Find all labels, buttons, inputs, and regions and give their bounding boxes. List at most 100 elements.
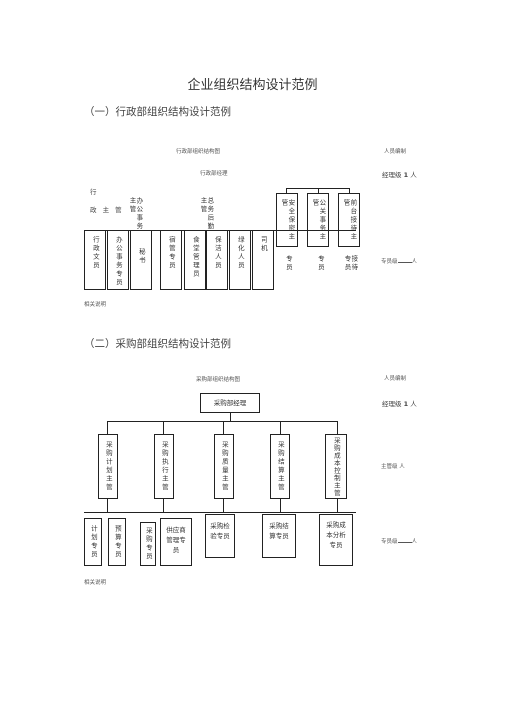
section1-title: （一）行政部组织结构设计范例 [84,106,231,118]
supervisor-drop-3 [223,421,224,434]
admin-manager-count-num: 1 [403,171,409,179]
supervisor-label-quality: 采购质量主管 [220,441,229,492]
purchase-staff-count-blank [397,536,412,543]
admin-staffing-header: 人员编制 [384,149,407,155]
purchase-manager-count-suffix: 人 [410,400,417,408]
admin-right-drop-3 [349,188,350,194]
supervisor-box-settlement: 采购结算主管 [270,434,290,499]
staff-box-purchasing: 采购专员 [140,522,156,566]
purchase-supervisor-connector [107,421,337,422]
staff-drop-plan [107,499,108,512]
staff-label-settlement: 采购结算专员 [269,522,289,541]
admin-right-drop-2 [318,188,319,194]
staff-box-planning: 计划专员 [84,518,102,566]
admin-chart-caption: 行政部组织结构图 [176,149,221,155]
safety-supervisor-label: 安全保密主管 [280,199,295,242]
admin-manager-label: 行政部经理 [200,171,228,177]
purchase-staff-count-suffix: 人 [411,539,418,545]
admin-notes: 相关说明 [84,302,107,308]
purchase-staff-connector [84,512,356,513]
staff-label-cleaning: 保洁人员 [213,236,222,270]
purchase-staff-count-label: 专员级 [381,539,398,545]
staff-box-cleaning: 保洁人员 [206,230,228,290]
staff-label-budget: 预算专员 [113,525,122,559]
staff-label-planning: 计划专员 [89,525,98,559]
office-supervisor: 办公事务主管 [128,197,143,231]
reception-supervisor-box: 前台接待主管 [338,193,360,247]
purchase-manager-count-num: 1 [403,400,409,408]
staff-box-secretary: 秘书 [130,230,152,290]
supervisor-box-quality: 采购质量主管 [214,434,234,499]
purchase-manager-count-prefix: 经理级 [382,400,402,408]
purchase-chart-caption: 采购部组织结构图 [196,377,241,383]
admin-manager-count-suffix: 人 [410,171,417,179]
supervisor-label-cost: 采购成本控制主管 [332,436,341,497]
purchase-staffing-header: 人员编制 [384,376,407,382]
staff-label-cost-analysis: 采购成本分析专员 [326,521,346,550]
purchase-supervisor-count-suffix: 人 [399,464,405,470]
admin-staff-count-label: 专员级 [381,259,398,265]
supervisor-label-plan: 采购计划主管 [104,441,113,492]
logistics-supervisor: 总务后勤主管 [199,197,214,231]
safety-supervisor-box: 安全保密主管 [276,193,298,247]
purchase-manager-drop [230,413,231,421]
admin-staff-count: 专员级 人 [381,256,417,265]
safety-staff: 专员 [284,255,293,272]
section2-title: （二）采购部组织结构设计范例 [84,338,231,350]
supervisor-box-plan: 采购计划主管 [98,434,118,499]
staff-box-canteen: 食堂管理员 [184,230,206,290]
admin-right-drop-1 [286,188,287,194]
staff-drop-quality [223,499,224,512]
staff-label-canteen: 食堂管理员 [191,236,200,279]
purchase-manager-box: 采购部经理 [200,393,260,413]
staff-box-greening: 绿化人员 [229,230,251,290]
admin-staff-count-suffix: 人 [411,259,418,265]
staff-box-driver: 司机 [252,230,274,290]
staff-label-office-affairs: 办公事务专员 [114,236,123,287]
supervisor-drop-2 [163,421,164,434]
supervisor-box-cost: 采购成本控制主管 [325,434,347,499]
staff-box-cost-analysis: 采购成本分析专员 [319,514,353,566]
purchase-manager-count: 经理级 1 人 [382,398,417,408]
staff-drop-execution [163,499,164,512]
staff-drop-settlement [280,499,281,512]
staff-label-purchasing: 采购专员 [144,527,153,561]
reception-staff: 接待专员 [343,255,358,272]
pr-staff: 专员 [316,255,325,272]
supervisor-drop-5 [337,421,338,434]
purchase-notes: 相关说明 [84,580,107,586]
staff-label-greening: 绿化人员 [236,236,245,270]
staff-box-inspection: 采购检验专员 [205,514,235,558]
reception-supervisor-label: 前台接待主管 [342,199,357,242]
staff-box-admin-clerk: 行政文员 [84,230,106,290]
supervisor-label-execution: 采购执行主管 [160,441,169,492]
purchase-supervisor-count: 主管级 人 [381,462,405,470]
supervisor-label-settlement: 采购结算主管 [276,441,285,492]
document-title: 企业组织结构设计范例 [187,78,318,93]
supervisor-drop-4 [280,421,281,434]
pr-supervisor-label: 公关事务主管 [311,199,326,242]
purchase-manager-label: 采购部经理 [213,399,247,407]
supervisor-box-execution: 采购执行主管 [154,434,174,499]
admin-supervisor-part1: 行 [90,188,97,196]
staff-label-secretary: 秘书 [137,248,146,265]
staff-box-budget: 预算专员 [108,518,126,566]
staff-box-supplier: 供应商管理专员 [160,518,192,566]
admin-manager-count-prefix: 经理级 [382,171,402,179]
staff-label-supplier: 供应商管理专员 [166,526,186,555]
staff-label-inspection: 采购检验专员 [210,522,230,541]
staff-box-dorm: 宿管专员 [160,230,182,290]
pr-supervisor-box: 公关事务主管 [307,193,329,247]
staff-label-driver: 司机 [259,236,268,253]
admin-supervisor-part2: 政 主 管 [90,206,124,214]
staff-box-office-affairs: 办公事务专员 [107,230,129,290]
staff-box-settlement: 采购结算专员 [262,514,296,558]
supervisor-drop-1 [107,421,108,434]
admin-manager-count: 经理级 1 人 [382,169,417,179]
purchase-supervisor-count-label: 主管级 [381,464,398,470]
staff-drop-cost [337,499,338,512]
admin-staff-count-blank [397,256,412,263]
staff-label-dorm: 宿管专员 [167,236,176,270]
purchase-staff-count: 专员级 人 [381,536,417,545]
staff-label-admin-clerk: 行政文员 [91,236,100,270]
